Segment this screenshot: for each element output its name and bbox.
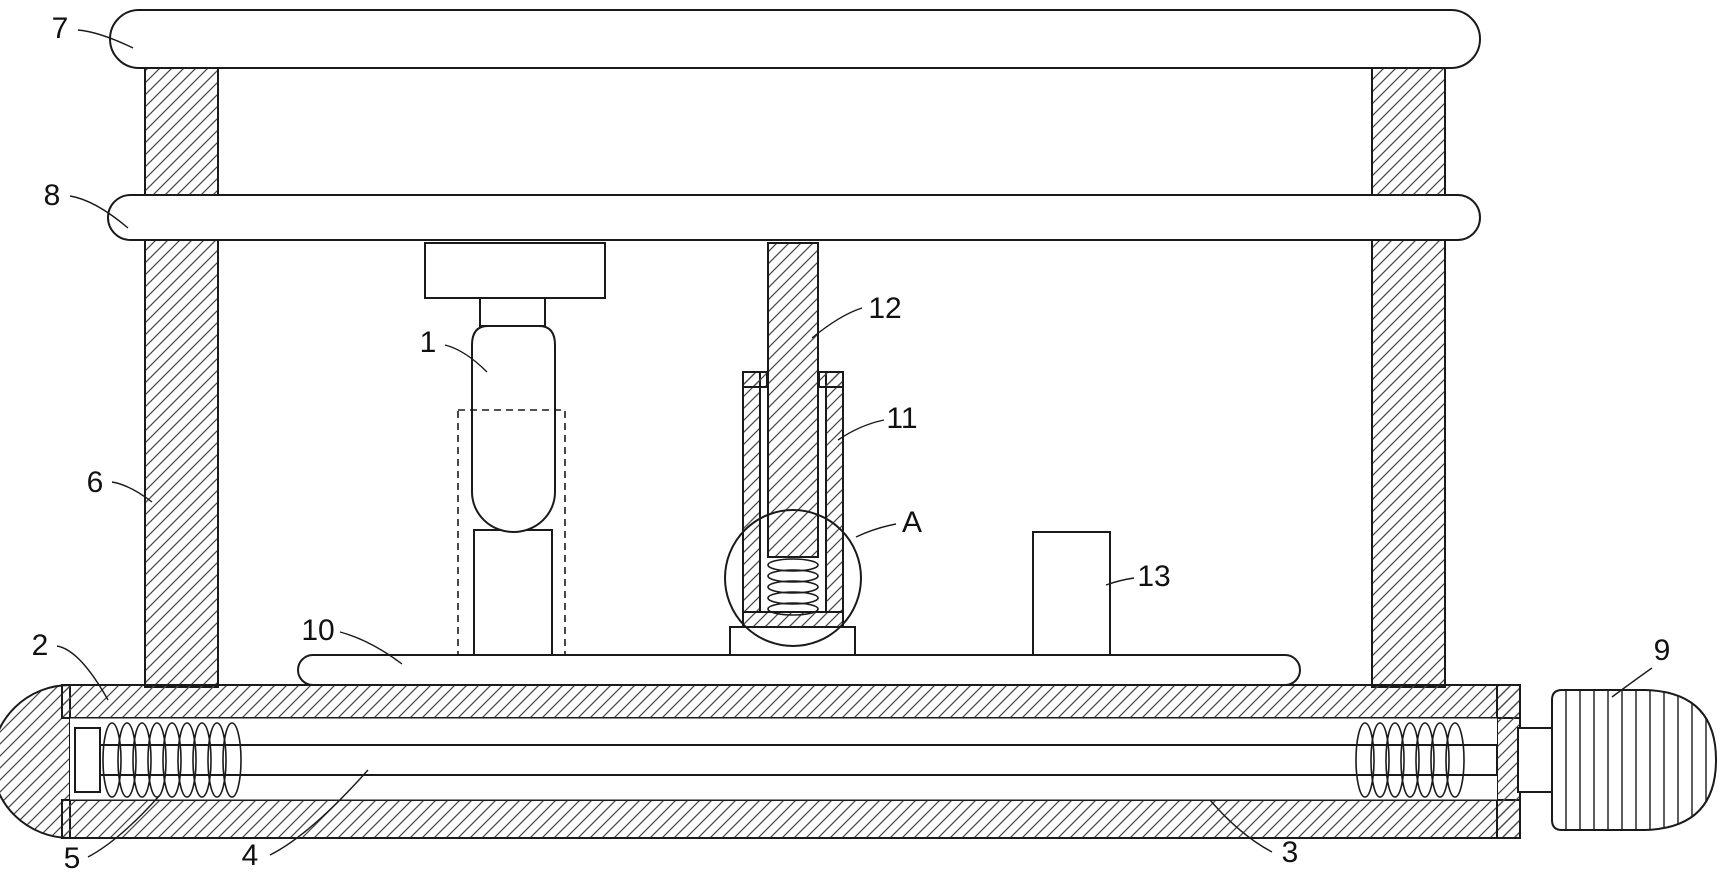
motor-coupling: [1517, 727, 1555, 793]
motor: [1551, 689, 1718, 831]
base-left-cap: [0, 683, 71, 840]
lead-screw-rod: [99, 744, 1498, 776]
sleeve-left-flange: [742, 371, 768, 388]
reference-labels: 7 8 6 2 5 4 3 9 10 1 12 11 A 13: [32, 12, 1671, 875]
guide-assembly: [724, 242, 862, 656]
base-right-end: [1496, 684, 1521, 839]
motor-body: [1551, 689, 1718, 831]
sleeve-left-wall: [742, 371, 761, 613]
left-column: [144, 61, 219, 688]
label-10: 10: [301, 614, 334, 647]
screw-end-block: [74, 727, 101, 793]
leader-line-9: [1611, 667, 1653, 698]
base-frame: [0, 683, 1555, 840]
leader-line-1: [444, 344, 488, 373]
label-5: 5: [64, 842, 81, 875]
buffer-spring: [767, 558, 819, 616]
work-plate: [297, 654, 1301, 686]
leader-line-12: [811, 307, 863, 339]
press-lower-block: [473, 529, 553, 656]
leader-line-13: [1105, 577, 1135, 586]
cross-bar: [107, 194, 1481, 241]
label-6: 6: [87, 466, 104, 499]
press-assembly: [424, 242, 606, 656]
label-11: 11: [886, 402, 917, 435]
right-spring-coil: [1355, 722, 1465, 798]
label-9: 9: [1654, 634, 1671, 667]
leader-line-2: [56, 645, 109, 701]
leader-line-5: [87, 794, 161, 858]
label-12: 12: [868, 292, 901, 325]
right-column: [1371, 61, 1446, 688]
leader-line-3: [1209, 799, 1273, 853]
leader-line-8: [69, 195, 129, 229]
leader-line-7: [77, 29, 134, 49]
label-A: A: [902, 506, 922, 539]
press-stroke-outline: [457, 409, 566, 656]
detail-circle-A: [724, 509, 862, 647]
sleeve-right-flange: [818, 371, 844, 388]
sleeve-bottom: [742, 611, 844, 628]
side-block: [1032, 531, 1111, 656]
press-head-block: [424, 242, 606, 299]
label-4: 4: [242, 839, 259, 872]
label-1: 1: [420, 326, 437, 359]
label-13: 13: [1137, 560, 1170, 593]
press-stem: [479, 297, 546, 327]
leader-line-6: [111, 481, 153, 503]
label-2: 2: [32, 629, 49, 662]
leader-line-10: [339, 631, 403, 665]
leader-line-4: [269, 769, 369, 856]
top-bar: [109, 9, 1481, 69]
label-8: 8: [44, 179, 61, 212]
base-top-plate: [61, 684, 1521, 719]
base-bottom-plate: [61, 799, 1521, 839]
guide-rod: [767, 242, 819, 558]
label-3: 3: [1282, 836, 1299, 869]
label-7: 7: [52, 12, 69, 45]
leader-line-11: [837, 419, 885, 441]
left-spring-coil: [102, 722, 242, 798]
leader-line-A: [855, 523, 897, 538]
press-piston: [471, 325, 556, 533]
support-columns: [144, 61, 1446, 688]
sleeve-right-wall: [825, 371, 844, 613]
